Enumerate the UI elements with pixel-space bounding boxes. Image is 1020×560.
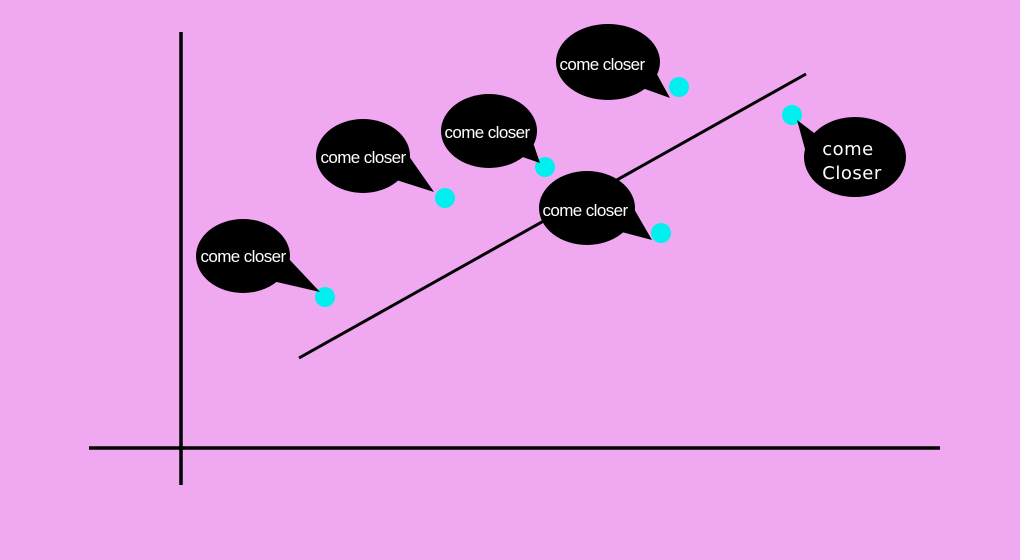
speech-bubble-on-line: come closer [539,171,652,245]
data-point-top [669,77,689,97]
bubble-label-mid-left: come closer [320,148,406,167]
bubble-label-right-line-2: Closer [822,163,882,184]
speech-bubble-upper-middle: come closer [441,94,540,168]
data-point-mid-left [435,188,455,208]
speech-bubble-mid-left: come closer [316,119,434,193]
bubble-label-on-line: come closer [542,201,628,220]
speech-bubble-top: come closer [556,24,670,100]
bubble-label-top: come closer [559,55,645,74]
data-point-on-line [651,223,671,243]
data-point-upper-middle [535,157,555,177]
bubble-label-upper-middle: come closer [444,123,530,142]
speech-bubble-left: come closer [196,219,320,293]
bubble-label-left: come closer [200,247,286,266]
bubble-label-right-line-1: come [822,139,874,160]
speech-bubble-right: come Closer [797,117,906,197]
